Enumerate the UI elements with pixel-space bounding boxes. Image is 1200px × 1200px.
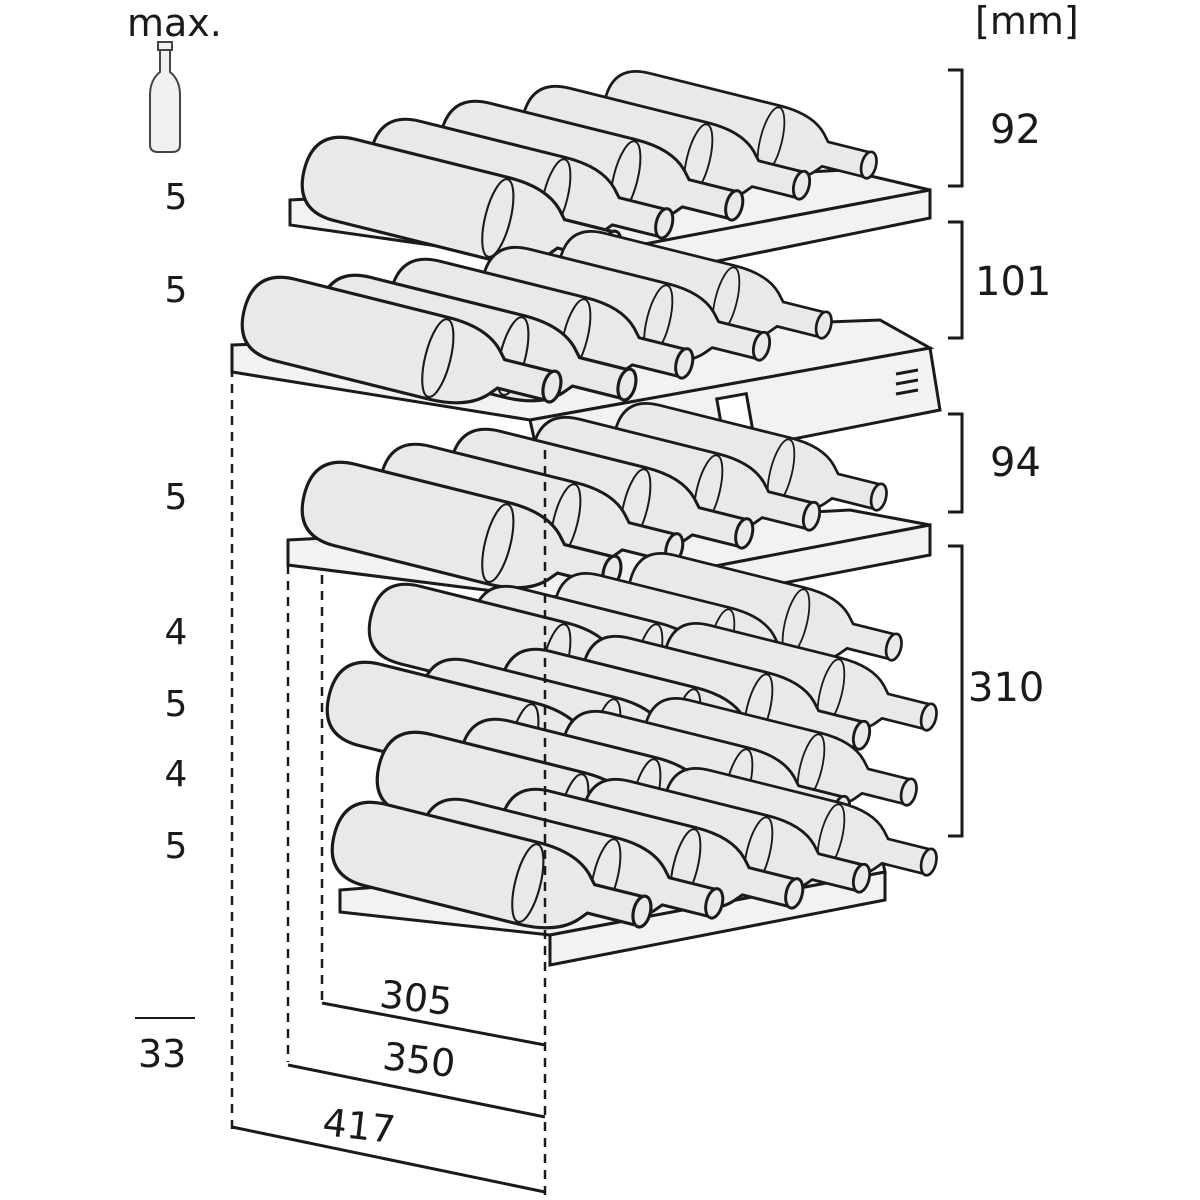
shelf-count-4: 4 [164,612,188,653]
depth-350: 350 [380,1034,458,1087]
bottle-icon [149,41,181,153]
depth-417: 417 [320,1100,398,1153]
vent-icon [895,368,919,396]
shelf-count-7: 5 [164,826,188,867]
height-101: 101 [975,259,1052,305]
shelf-count-6: 4 [164,754,188,795]
depth-guides [230,352,547,1198]
bottom-stack [317,545,946,967]
max-label: max. [127,1,222,45]
shelf-count-5: 5 [164,684,188,725]
height-310: 310 [968,665,1045,711]
unit-label: [mm] [975,0,1079,43]
height-94: 94 [990,440,1041,486]
depth-305: 305 [377,972,455,1025]
height-brackets [948,68,964,838]
shelf-count-2: 5 [164,270,188,311]
total-count: 33 [138,1032,187,1076]
shelf-count-1: 5 [164,177,188,218]
shelf-count-3: 5 [164,477,188,518]
depth-lines [231,1001,546,1194]
height-92: 92 [990,107,1041,153]
